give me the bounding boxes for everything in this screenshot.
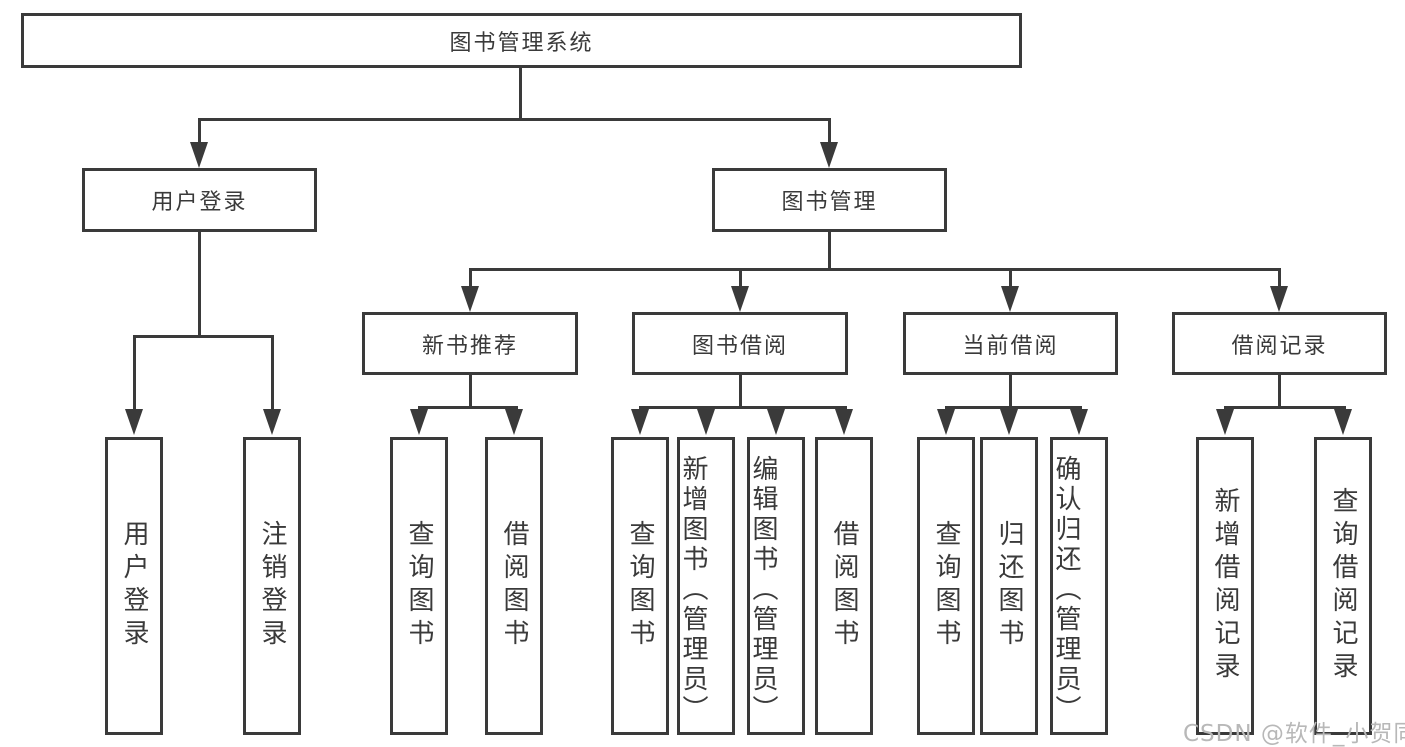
arrowhead-book-borrowing xyxy=(731,286,749,312)
connector-to-leaf-login xyxy=(133,335,136,412)
leaf-nb-borrow-books: 借阅图书 xyxy=(485,437,543,735)
connector-book-borrowing-rail xyxy=(639,406,847,409)
connector-to-new-book-recommend xyxy=(469,268,472,289)
connector-root-stem xyxy=(519,68,522,120)
leaf-br-add-record: 新增借阅记录 xyxy=(1196,437,1254,735)
arrowhead-borrowing-records xyxy=(1270,286,1288,312)
connector-to-current-borrowing xyxy=(1009,268,1012,289)
node-borrowing-records-label: 借阅记录 xyxy=(1231,333,1328,359)
leaf-cb-query-books: 查询图书 xyxy=(917,437,975,735)
connector-new-book-rail xyxy=(418,406,518,409)
connector-user-login-rail xyxy=(133,335,274,338)
leaf-nb-query-books: 查询图书 xyxy=(390,437,448,735)
connector-to-borrowing-records xyxy=(1278,268,1281,289)
arrowhead-bb-edit-books xyxy=(767,409,785,435)
node-root: 图书管理系统 xyxy=(21,13,1022,68)
leaf-logout: 注销登录 xyxy=(243,437,301,735)
leaf-bb-query-books-label: 查询图书 xyxy=(625,520,655,652)
arrowhead-user-login xyxy=(190,142,208,168)
node-borrowing-records: 借阅记录 xyxy=(1172,312,1387,375)
connector-borrowing-records-rail xyxy=(1224,406,1346,409)
leaf-cb-confirm-return: 确认归还（管理员） xyxy=(1050,437,1108,735)
leaf-br-query-record-label: 查询借阅记录 xyxy=(1328,487,1358,685)
leaf-br-add-record-label: 新增借阅记录 xyxy=(1210,487,1240,685)
leaf-bb-edit-books: 编辑图书（管理员） xyxy=(747,437,805,735)
node-current-borrowing-label: 当前借阅 xyxy=(962,333,1059,359)
connector-level2-rail xyxy=(198,118,831,121)
leaf-cb-return-books-label: 归还图书 xyxy=(994,520,1024,652)
node-book-borrowing-label: 图书借阅 xyxy=(691,333,788,359)
connector-book-management-stem xyxy=(828,232,831,270)
node-current-borrowing: 当前借阅 xyxy=(903,312,1118,375)
arrowhead-bb-add-books xyxy=(697,409,715,435)
leaf-user-login-label: 用户登录 xyxy=(119,520,149,652)
arrowhead-cb-confirm-return xyxy=(1070,409,1088,435)
arrowhead-nb-borrow-books xyxy=(505,409,523,435)
connector-current-borrowing-stem xyxy=(1009,375,1012,409)
arrowhead-nb-query-books xyxy=(410,409,428,435)
leaf-bb-add-books-label: 新增图书（管理员） xyxy=(678,455,708,725)
connector-to-book-management xyxy=(828,118,831,145)
connector-new-book-stem xyxy=(469,375,472,409)
node-book-borrowing: 图书借阅 xyxy=(632,312,848,375)
leaf-cb-confirm-return-label: 确认归还（管理员） xyxy=(1051,455,1081,725)
node-user-login: 用户登录 xyxy=(82,168,317,232)
connector-to-book-borrowing xyxy=(739,268,742,289)
node-book-management: 图书管理 xyxy=(712,168,947,232)
connector-current-borrowing-rail xyxy=(945,406,1082,409)
connector-user-login-stem xyxy=(198,232,201,336)
connector-level3-rail xyxy=(469,268,1281,271)
leaf-bb-borrow-books: 借阅图书 xyxy=(815,437,873,735)
connector-to-user-login xyxy=(198,118,201,145)
arrowhead-leaf-login xyxy=(125,409,143,435)
arrowhead-cb-query-books xyxy=(937,409,955,435)
arrowhead-leaf-logout xyxy=(263,409,281,435)
arrowhead-new-book-recommend xyxy=(461,286,479,312)
leaf-nb-borrow-books-label: 借阅图书 xyxy=(499,520,529,652)
leaf-bb-query-books: 查询图书 xyxy=(611,437,669,735)
node-user-login-label: 用户登录 xyxy=(151,190,248,215)
leaf-br-query-record: 查询借阅记录 xyxy=(1314,437,1372,735)
node-book-management-label: 图书管理 xyxy=(781,190,878,215)
node-new-book-recommend-label: 新书推荐 xyxy=(421,333,518,359)
arrowhead-current-borrowing xyxy=(1001,286,1019,312)
node-root-label: 图书管理系统 xyxy=(449,30,594,56)
connector-borrowing-records-stem xyxy=(1278,375,1281,409)
node-new-book-recommend: 新书推荐 xyxy=(362,312,578,375)
arrowhead-br-add-record xyxy=(1216,409,1234,435)
arrowhead-bb-borrow-books xyxy=(835,409,853,435)
leaf-nb-query-books-label: 查询图书 xyxy=(404,520,434,652)
leaf-cb-query-books-label: 查询图书 xyxy=(931,520,961,652)
connector-book-borrowing-stem xyxy=(739,375,742,409)
leaf-bb-borrow-books-label: 借阅图书 xyxy=(829,520,859,652)
leaf-logout-label: 注销登录 xyxy=(257,520,287,652)
connector-to-leaf-logout xyxy=(271,335,274,412)
leaf-user-login: 用户登录 xyxy=(105,437,163,735)
arrowhead-cb-return-books xyxy=(1000,409,1018,435)
leaf-bb-edit-books-label: 编辑图书（管理员） xyxy=(748,455,778,725)
csdn-watermark: CSDN @软件_小贺同学 xyxy=(1183,721,1405,747)
arrowhead-bb-query-books xyxy=(631,409,649,435)
arrowhead-book-management xyxy=(820,142,838,168)
arrowhead-br-query-record xyxy=(1334,409,1352,435)
leaf-bb-add-books: 新增图书（管理员） xyxy=(677,437,735,735)
leaf-cb-return-books: 归还图书 xyxy=(980,437,1038,735)
